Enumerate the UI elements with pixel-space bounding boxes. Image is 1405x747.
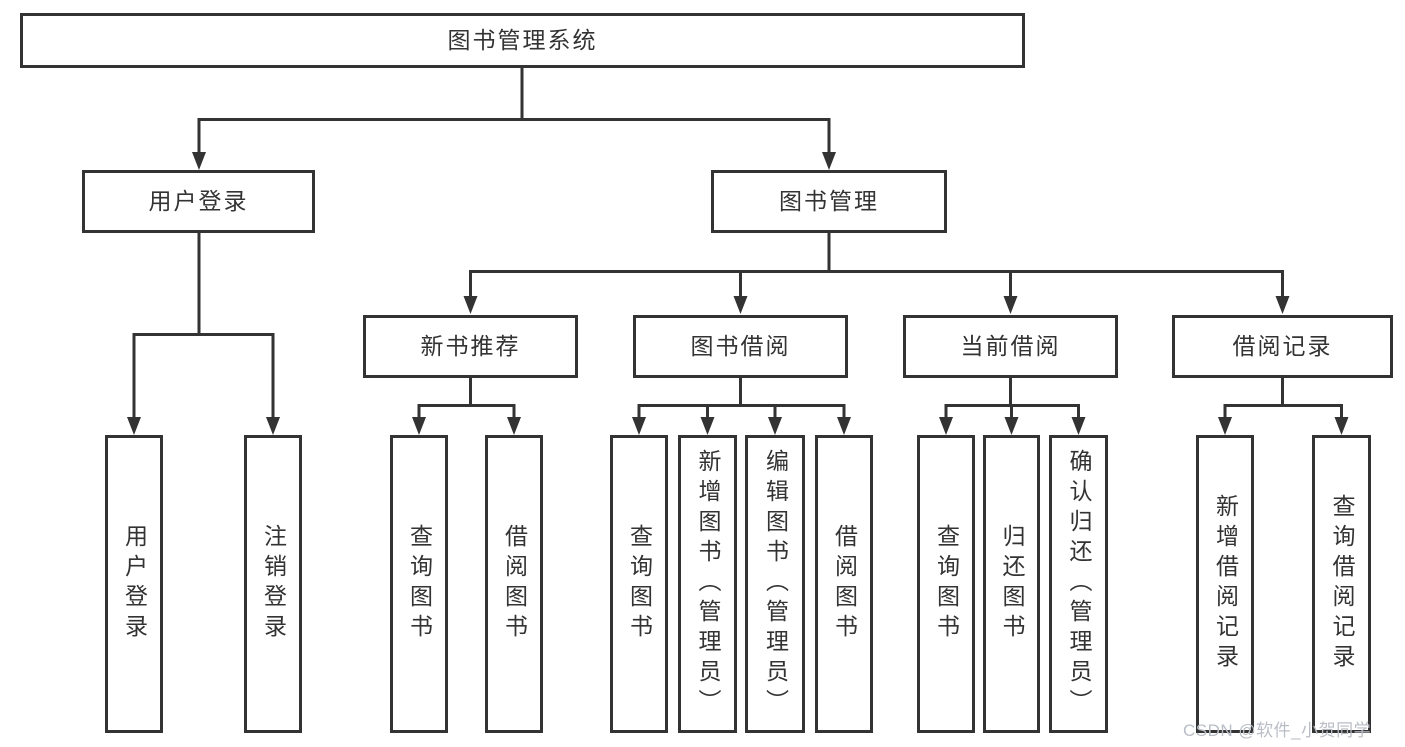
node-label: 借阅图书	[501, 524, 528, 644]
leaf-borrow-books-borrowing: 借阅图书	[815, 435, 873, 733]
node-label: 图书借阅	[690, 333, 791, 359]
node-root-book-management-system: 图书管理系统	[20, 13, 1025, 68]
connector-new-book-recommend-branch	[412, 378, 521, 435]
leaf-return-book: 归还图书	[983, 435, 1040, 733]
leaf-add-borrow-record: 新增借阅记录	[1196, 435, 1254, 733]
node-label: 当前借阅	[960, 333, 1061, 359]
node-label: 借阅图书	[831, 524, 858, 644]
node-user-login: 用户登录	[82, 170, 315, 233]
node-label: 新书推荐	[420, 333, 521, 359]
leaf-borrow-books-recommend: 借阅图书	[485, 435, 543, 733]
node-label: 注销登录	[260, 524, 287, 644]
node-label: 用户登录	[121, 524, 148, 644]
node-new-book-recommend: 新书推荐	[363, 315, 578, 378]
csdn-watermark: CSDN @软件_小贺同学	[1183, 721, 1372, 740]
leaf-confirm-return-admin: 确认归还（管理员）	[1049, 435, 1108, 733]
node-label: 新增图书（管理员）	[695, 449, 721, 719]
node-book-borrowing: 图书借阅	[633, 315, 848, 378]
connector-book-management-branch	[463, 233, 1290, 314]
leaf-edit-book-admin: 编辑图书（管理员）	[745, 435, 805, 733]
node-label: 用户登录	[148, 188, 249, 214]
leaf-query-books-current: 查询图书	[917, 435, 975, 733]
node-label: 查询图书	[933, 524, 960, 644]
connector-borrowing-records-branch	[1218, 378, 1349, 435]
leaf-add-book-admin: 新增图书（管理员）	[678, 435, 737, 733]
connector-book-borrowing-branch	[632, 378, 851, 435]
connector-root-to-level2	[192, 68, 836, 170]
leaf-user-login: 用户登录	[105, 435, 163, 733]
node-current-borrowing: 当前借阅	[903, 315, 1118, 378]
leaf-logout: 注销登录	[244, 435, 302, 733]
connector-current-borrowing-branch	[939, 378, 1086, 435]
connector-user-login-branch	[127, 233, 280, 435]
node-book-management: 图书管理	[711, 170, 947, 233]
node-label: 查询图书	[406, 524, 433, 644]
node-label: 新增借阅记录	[1212, 494, 1239, 674]
node-label: 图书管理	[779, 188, 879, 214]
node-label: 查询图书	[626, 524, 653, 644]
node-label: 归还图书	[999, 524, 1025, 644]
node-label: 确认归还（管理员）	[1066, 449, 1092, 719]
node-label: 编辑图书（管理员）	[762, 449, 789, 719]
leaf-query-borrow-record: 查询借阅记录	[1312, 435, 1371, 733]
node-label: 查询借阅记录	[1329, 494, 1355, 674]
node-label: 图书管理系统	[447, 27, 598, 53]
node-borrowing-records: 借阅记录	[1172, 315, 1393, 378]
leaf-query-books-borrowing: 查询图书	[610, 435, 668, 733]
node-label: 借阅记录	[1232, 333, 1333, 359]
leaf-query-books-recommend: 查询图书	[390, 435, 448, 733]
